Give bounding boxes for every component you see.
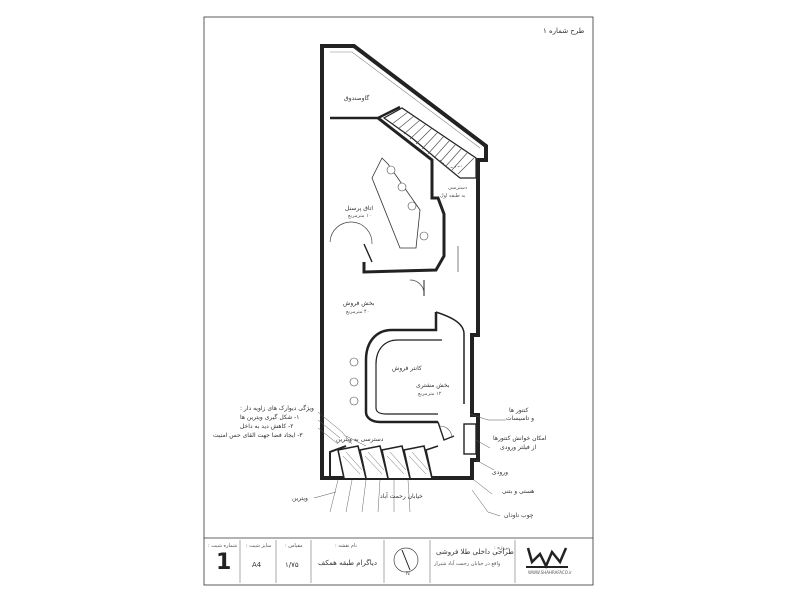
- sheet-size-label: سایز شیت :: [246, 543, 272, 549]
- company-logo: [526, 547, 568, 569]
- sheet-frame: [203, 16, 594, 586]
- room-label-sales-counter: کانتر فروش: [392, 365, 422, 372]
- drawing-name-value: دیاگرام طبقه همکف: [318, 559, 377, 567]
- inner-wall-line: [330, 51, 481, 149]
- north-arrow-icon: [393, 547, 419, 573]
- controls-note: امکان خوانش کنتورها: [493, 435, 547, 442]
- street-label: خیابان رحمت آباد: [380, 493, 423, 500]
- plan-title: طرح شماره ۱: [543, 27, 585, 35]
- entrance-label: ورودی: [492, 469, 509, 476]
- sales-counter-inner: [375, 339, 442, 415]
- feature-3: ۳- ایجاد فضا جهت القای حس امنیت: [213, 432, 303, 439]
- drawing-name-label: نام نقشه :: [335, 543, 357, 549]
- features-title: ویژگی دیوارک های زاویه دار :: [240, 405, 314, 412]
- controls-label-2: و تاسیسات: [506, 415, 534, 422]
- sales-counter-outer: [364, 312, 438, 424]
- concrete-ledge-label: هستی و بتنی: [502, 488, 535, 495]
- controls-note-2: از فیلتر ورودی: [500, 444, 537, 451]
- sheet-no-value: 1: [216, 550, 232, 575]
- north-label: N: [406, 571, 410, 577]
- scale-value: ۱/۷۵: [285, 561, 299, 569]
- display-access-label: دسترسی به ویترین: [336, 436, 384, 443]
- sidewalk-lines: [329, 479, 411, 513]
- project-label: پروژه :: [494, 545, 509, 551]
- room-label-customer-area: بخش مشتری: [416, 382, 450, 389]
- sheet-no-label: شماره شیت :: [208, 543, 238, 549]
- counter-door: [437, 421, 455, 441]
- feature-2: ۲- کاهش دید به داخل: [240, 423, 294, 430]
- stair-access-label: دسترسی: [448, 185, 468, 191]
- stair: [382, 107, 477, 179]
- front-showcases: [329, 445, 439, 479]
- project-location: واقع در خیابان رحمت آباد شیراز: [434, 561, 501, 567]
- controls-box: [463, 423, 477, 455]
- controls-label: کنتور ها: [509, 407, 529, 414]
- company-url: WWW.SHAHRAFACO.ir: [528, 570, 572, 575]
- room-label-sales-area: بخش فروش: [343, 300, 375, 307]
- water-drain-label: چوب ناودان: [504, 512, 534, 519]
- room-label-vault: گاوصندوق: [344, 95, 370, 102]
- room-label-staff-room: اتاق پرسنل: [345, 205, 374, 212]
- title-block-grid: [239, 540, 516, 583]
- customer-stools: [349, 357, 359, 406]
- leader-lines: [313, 411, 506, 517]
- scale-label: مقیاس :: [285, 543, 303, 549]
- staff-desk: [371, 157, 429, 249]
- project-name: طراحی داخلی طلا فروشی: [436, 548, 514, 556]
- room-area-customer-area: ۱۲ مترمربع: [418, 391, 442, 397]
- outer-wall: [320, 44, 488, 480]
- room-area-sales-area: ۴۰ مترمربع: [346, 309, 370, 315]
- counter-end-wall: [435, 311, 465, 404]
- stair-access-label-2: به طبقه اول: [440, 193, 466, 199]
- staff-room-wall: [362, 116, 446, 274]
- feature-1: ۱- شکل گیری ویترین ها: [240, 414, 300, 421]
- staff-door-swing: [329, 221, 373, 245]
- room-area-staff-room: ۱۰ مترمربع: [348, 213, 372, 219]
- showcase-label: ویترین: [292, 495, 308, 502]
- sheet-size-value: A4: [252, 561, 262, 569]
